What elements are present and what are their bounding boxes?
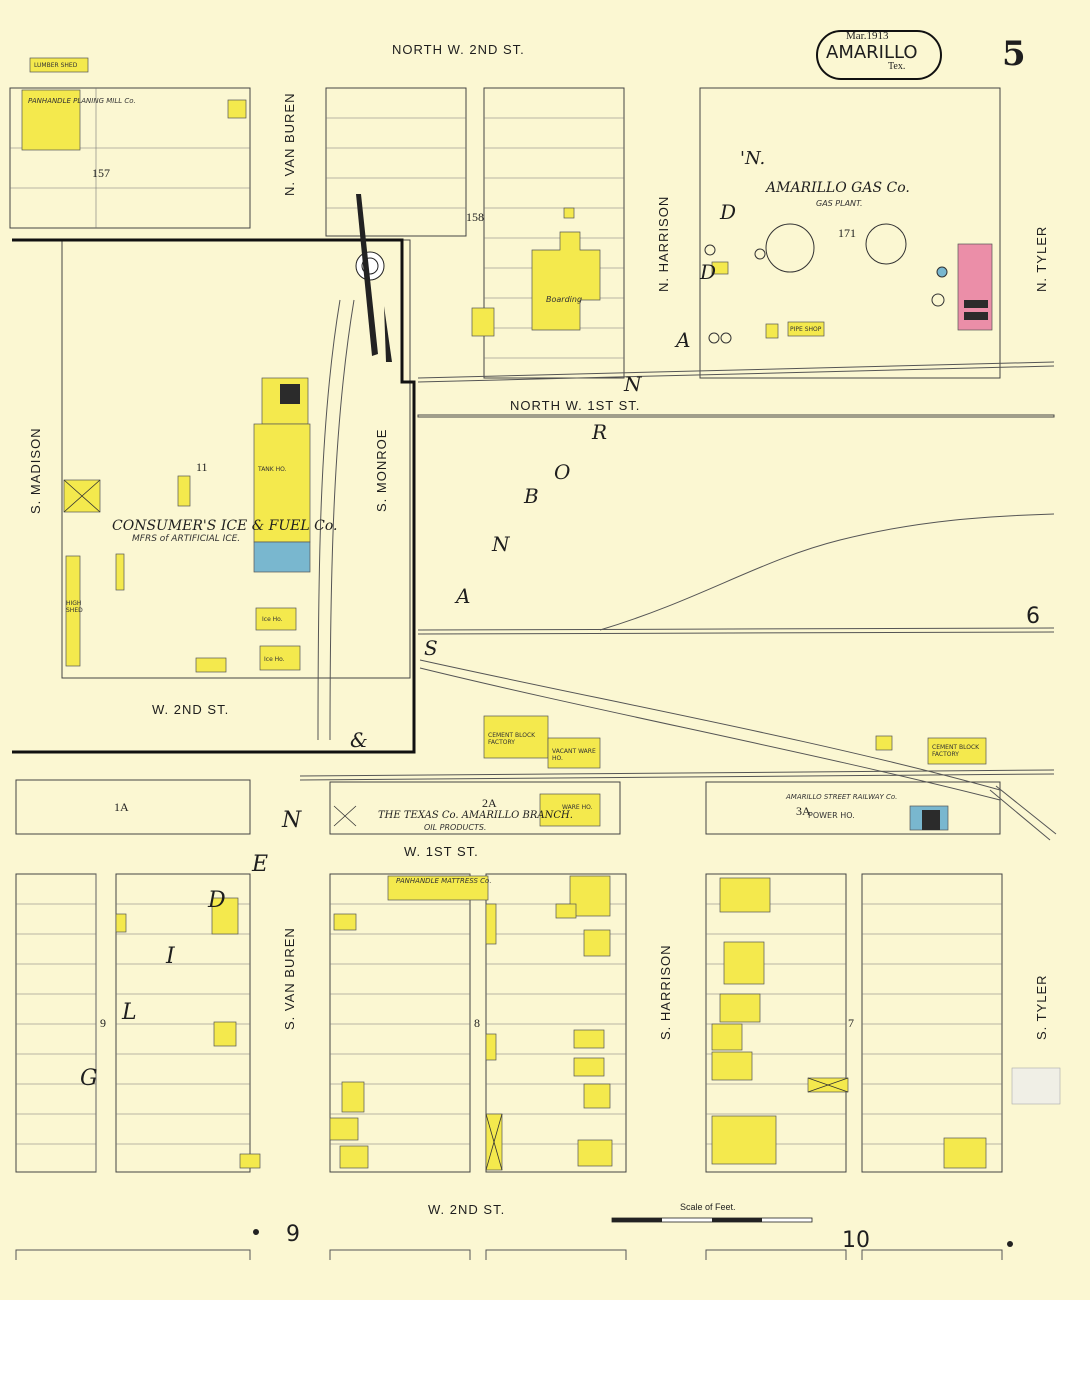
street-s-madison: S. MADISON [28,427,43,514]
boarding-label: Boarding [546,295,583,304]
street-s-monroe: S. MONROE [374,428,389,512]
texas-co-sub: OIL PRODUCTS. [424,823,487,832]
block-3A [705,781,1001,835]
ice-house-label: Ice Ho. [264,656,285,663]
frame-buildings [21,57,987,1171]
sheet-date: Mar.1913 [846,30,889,42]
rr-letter: & [350,728,368,752]
block-number: 1A [114,800,129,814]
block-157 [9,87,251,229]
street-n-van-buren: N. VAN BUREN [282,92,297,197]
rr-letter: L [122,1000,137,1025]
scale-label: Scale of Feet. [680,1202,736,1212]
street-w-1st: W. 1ST ST. [404,844,479,859]
block-9 [115,873,251,1173]
sheet-city: AMARILLO [826,42,918,63]
panhandle-mattress-label: PANHANDLE MATTRESS Co. [396,877,492,885]
hydrant-icon [1007,1241,1013,1247]
sheet-state: Tex. [888,61,906,72]
x-marks [63,479,849,1171]
block-number: 11 [196,460,208,474]
railroad-tracks [299,299,1057,841]
consumers-ice-label: CONSUMER'S ICE & FUEL Co. [112,518,338,534]
adjoining-sheet-number: 10 [842,1228,870,1253]
map-sheet: Mar.1913 AMARILLO Tex. 5 Scale of Feet. … [0,0,1090,1300]
gas-holders [704,223,948,344]
block-number: 9 [100,1016,106,1030]
street-n-harrison: N. HARRISON [656,195,671,292]
vacant-ware-label: VACANT WARE HO. [552,748,596,762]
block-number: 158 [466,210,484,224]
rr-letter: A [676,328,691,352]
panhandle-planing-label: PANHANDLE PLANING MILL Co. [28,97,136,105]
rr-letter: 'N. [740,148,766,169]
power-house-label: POWER HO. [808,811,855,820]
street-north-w-2nd: NORTH W. 2ND ST. [392,42,525,57]
block-2A [329,781,621,835]
tank-house-label: TANK HO. [258,466,287,473]
boilers [280,300,988,830]
texas-co-label: THE TEXAS Co. AMARILLO BRANCH. [378,810,573,821]
gas-plant-label: GAS PLANT. [816,199,863,208]
sheet-inset-border [12,238,416,754]
title-cartouche [816,30,942,80]
rr-letter: S [424,636,438,660]
high-shed-label: HIGH SHED [66,600,83,614]
consumers-ice-sub: MFRS of ARTIFICIAL ICE. [132,534,241,544]
rr-letter: D [720,200,737,224]
next-row-blocks [15,1249,1003,1260]
rr-letter: O [554,460,571,484]
pipe-shop-label: PIPE SHOP [790,326,822,333]
block-number: 171 [838,226,856,240]
street-w-2nd-mid: W. 2ND ST. [152,702,230,717]
north-arrow-icon [355,194,392,362]
rr-letter: E [252,852,269,877]
rr-letter: A [456,584,471,608]
rr-letter: N [492,532,510,556]
rr-letter: N [624,372,642,396]
block-1A [15,779,251,835]
block-171 [699,87,1001,379]
rr-letter: D [700,260,717,284]
street-w-2nd-bottom: W. 2ND ST. [428,1202,506,1217]
rr-letter: N [282,808,302,833]
fire-insurance-map [9,57,1061,1260]
block-number: 7 [848,1016,854,1030]
scale-bar [611,1217,813,1223]
cement-block-label: CEMENT BLOCK FACTORY [932,744,980,758]
rr-letter: D [208,888,226,913]
street-s-van-buren: S. VAN BUREN [282,927,297,1030]
hydrant-icon [253,1229,259,1235]
cement-block-label: CEMENT BLOCK FACTORY [488,732,536,746]
ice-house-label: Ice Ho. [262,616,283,623]
street-s-harrison: S. HARRISON [658,944,673,1040]
block-number: 3A [796,804,811,818]
rr-letter: I [166,944,175,969]
block-8 [485,873,627,1173]
gas-co-label: AMARILLO GAS Co. [766,180,910,196]
rr-letter: R [592,420,608,444]
street-s-tyler: S. TYLER [1034,974,1049,1040]
block-number: 2A [482,796,497,810]
rr-letter: B [524,484,539,508]
sheet-page-number: 5 [1002,34,1026,74]
adjoining-sheet-number: 9 [286,1222,300,1247]
block-7 [861,873,1003,1173]
street-north-w-1st: NORTH W. 1ST ST. [510,398,641,413]
street-railway-label: AMARILLO STREET RAILWAY Co. [786,793,898,801]
bottom-margin [0,1300,1090,1390]
block-number: 8 [474,1016,480,1030]
adjoining-sheet-number: 6 [1026,604,1040,629]
block-number: 157 [92,166,110,180]
stone-buildings [253,541,949,831]
ware-ho-label: WARE HO. [562,804,593,811]
lumber-shed-label: LUMBER SHED [34,62,78,69]
street-n-tyler: N. TYLER [1034,225,1049,292]
rr-letter: G [80,1066,98,1091]
library-stamp [1011,1067,1061,1105]
block-11 [61,239,411,679]
